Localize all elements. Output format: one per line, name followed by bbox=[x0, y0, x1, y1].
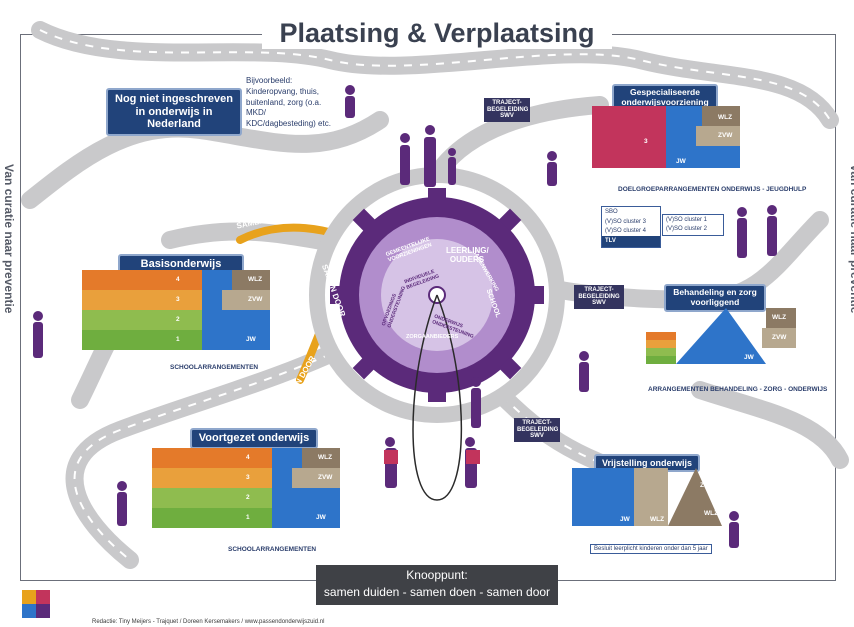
basis-bar-label: SCHOOLARRANGEMENTEN bbox=[170, 364, 259, 371]
legend-box: SBO (V)SO cluster 3 (V)SO cluster 4 TLV bbox=[601, 206, 661, 248]
voortgezet-level-2: 2 bbox=[246, 494, 250, 501]
not-registered-example: Bijvoorbeeld: Kinderopvang, thuis, buite… bbox=[246, 76, 331, 129]
basis-wlz: WLZ bbox=[248, 276, 263, 283]
voortgezet-bar-label: SCHOOLARRANGEMENTEN bbox=[228, 546, 317, 553]
traject-sign-3: TRAJECT-BEGELEIDING SWV bbox=[514, 418, 560, 442]
voortgezet-zvw: ZVW bbox=[318, 474, 333, 481]
footer-credits: Redactie: Tiny Meijers - Trajquet / Dore… bbox=[92, 619, 325, 625]
basis-jw: JW bbox=[246, 336, 256, 343]
logo bbox=[22, 590, 50, 618]
voortgezet-level-1: 1 bbox=[246, 514, 250, 521]
behandeling-chart bbox=[646, 308, 796, 364]
basisonderwijs-chart bbox=[82, 270, 270, 350]
exemption-note: Besluit leerplicht kinderen onder dan 5 … bbox=[590, 544, 712, 554]
behandeling-wlz: WLZ bbox=[772, 314, 787, 321]
traject-sign-2: TRAJECT-BEGELEIDING SWV bbox=[574, 285, 624, 309]
vrijstelling-wlz: WLZ bbox=[650, 516, 665, 523]
voortgezet-chart bbox=[152, 448, 340, 528]
vrijstelling-wlz-2: WLZ bbox=[704, 510, 719, 517]
gespecialiseerd-three: 3 bbox=[644, 138, 648, 145]
gespecialiseerd-jw: JW bbox=[676, 158, 686, 165]
voortgezet-level-3: 3 bbox=[246, 474, 250, 481]
gear-center: LEERLING/ OUDERS bbox=[446, 246, 489, 264]
legend-vso4: (V)SO cluster 4 bbox=[605, 228, 647, 234]
gespecialiseerd-wlz: WLZ bbox=[718, 114, 733, 121]
behandeling-label: Behandeling en zorg voorliggend bbox=[664, 284, 766, 312]
knooppunt-subtitle: samen duiden - samen doen - samen door bbox=[323, 585, 551, 599]
basis-level-2: 2 bbox=[176, 316, 180, 323]
not-registered-box: Nog niet ingeschreven in onderwijs in Ne… bbox=[106, 88, 242, 136]
legend-box-2: (V)SO cluster 1 (V)SO cluster 2 bbox=[662, 214, 724, 236]
voortgezet-wlz: WLZ bbox=[318, 454, 333, 461]
knooppunt-title: Knooppunt: bbox=[406, 568, 468, 582]
voortgezet-label: Voortgezet onderwijs bbox=[190, 428, 318, 449]
legend-tlv: TLV bbox=[602, 236, 660, 247]
behandeling-jw: JW bbox=[744, 354, 754, 361]
doelgroep-bar-label: DOELGROEPARRANGEMENTEN ONDERWIJS - JEUGD… bbox=[618, 186, 807, 193]
gespecialiseerd-chart bbox=[592, 106, 740, 168]
vrijstelling-jw: JW bbox=[620, 516, 630, 523]
legend-vso2: (V)SO cluster 2 bbox=[666, 226, 708, 232]
voortgezet-jw: JW bbox=[316, 514, 326, 521]
legend-sbo: SBO bbox=[605, 209, 618, 215]
legend-vso34: (V)SO cluster 3 bbox=[605, 219, 647, 225]
gespecialiseerd-zvw: ZVW bbox=[718, 132, 733, 139]
vrijstelling-chart bbox=[572, 468, 722, 526]
knooppunt-box: Knooppunt: samen duiden - samen doen - s… bbox=[316, 565, 558, 605]
gear-outer-3: ZORGAANBIEDERS bbox=[406, 334, 459, 340]
behandeling-bar-label: ARRANGEMENTEN BEHANDELING - ZORG - ONDER… bbox=[648, 386, 828, 393]
basis-level-4: 4 bbox=[176, 276, 180, 283]
basis-level-3: 3 bbox=[176, 296, 180, 303]
basis-level-1: 1 bbox=[176, 336, 180, 343]
traject-sign-1: TRAJECT-BEGELEIDING SWV bbox=[484, 98, 530, 122]
legend-vso1: (V)SO cluster 1 bbox=[666, 217, 708, 223]
basis-zvw: ZVW bbox=[248, 296, 263, 303]
page-title: Plaatsing & Verplaatsing bbox=[262, 18, 612, 49]
vrijstelling-zvw: ZVW bbox=[700, 482, 715, 489]
voortgezet-level-4: 4 bbox=[246, 454, 250, 461]
behandeling-zvw: ZVW bbox=[772, 334, 787, 341]
